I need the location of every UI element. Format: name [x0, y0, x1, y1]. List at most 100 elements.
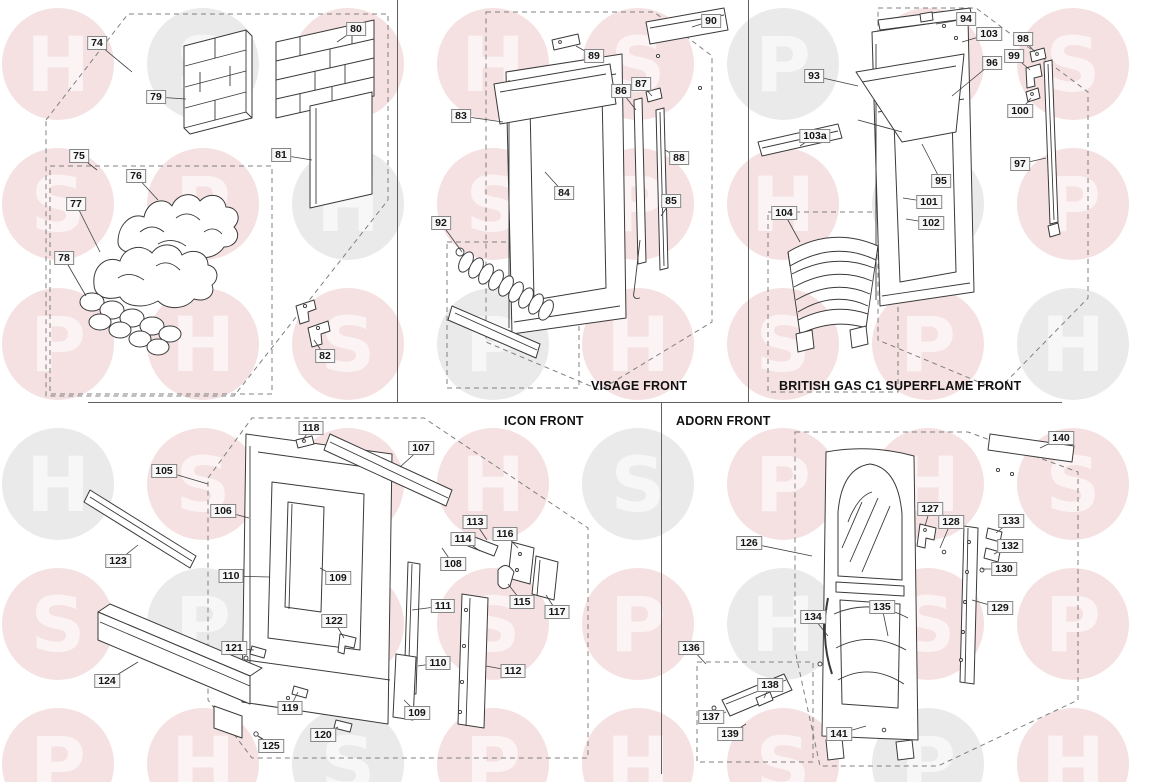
hsp-watermark-letter: H — [1017, 708, 1129, 782]
part-label-112[interactable]: 112 — [500, 664, 526, 678]
hsp-watermark-letter: P — [1017, 568, 1129, 680]
hsp-watermark-letter: H — [872, 428, 984, 540]
part-label-92[interactable]: 92 — [431, 216, 451, 230]
part-label-117[interactable]: 117 — [544, 605, 570, 619]
hsp-watermark-letter: H — [727, 148, 839, 260]
hsp-watermark-letter: H — [147, 288, 259, 400]
divider-vertical-1 — [397, 0, 398, 403]
hsp-watermark-letter: S — [147, 428, 259, 540]
hsp-watermark-letter: H — [1017, 288, 1129, 400]
part-label-127[interactable]: 127 — [917, 502, 943, 516]
part-label-124[interactable]: 124 — [94, 674, 120, 688]
part-label-110[interactable]: 110 — [218, 569, 244, 583]
part-label-105[interactable]: 105 — [151, 464, 177, 478]
part-label-104[interactable]: 104 — [771, 206, 797, 220]
part-label-90[interactable]: 90 — [701, 14, 721, 28]
part-label-115[interactable]: 115 — [509, 595, 535, 609]
part-label-134[interactable]: 134 — [800, 610, 826, 624]
hsp-watermark-letter: H — [2, 8, 114, 120]
hsp-watermark-letter: P — [727, 8, 839, 120]
part-label-122[interactable]: 122 — [321, 614, 347, 628]
part-label-78[interactable]: 78 — [54, 251, 74, 265]
part-label-126[interactable]: 126 — [736, 536, 762, 550]
hsp-watermark-letter: P — [147, 148, 259, 260]
part-label-94[interactable]: 94 — [956, 12, 976, 26]
part-label-136[interactable]: 136 — [678, 641, 704, 655]
hsp-watermark-letter: S — [582, 8, 694, 120]
part-label-88[interactable]: 88 — [669, 151, 689, 165]
hsp-watermark-letter: P — [582, 568, 694, 680]
part-label-125[interactable]: 125 — [258, 739, 284, 753]
part-label-137[interactable]: 137 — [698, 710, 724, 724]
part-label-99[interactable]: 99 — [1004, 49, 1024, 63]
part-label-83[interactable]: 83 — [451, 109, 471, 123]
part-label-141[interactable]: 141 — [826, 727, 852, 741]
part-label-96[interactable]: 96 — [982, 56, 1002, 70]
hsp-watermark-letter: P — [2, 288, 114, 400]
part-label-75[interactable]: 75 — [69, 149, 89, 163]
part-label-102[interactable]: 102 — [918, 216, 944, 230]
part-label-130[interactable]: 130 — [991, 562, 1017, 576]
hsp-watermark-letter: S — [437, 568, 549, 680]
part-label-98[interactable]: 98 — [1013, 32, 1033, 46]
part-label-93[interactable]: 93 — [804, 69, 824, 83]
part-label-111[interactable]: 111 — [430, 599, 456, 613]
part-label-106[interactable]: 106 — [210, 504, 236, 518]
part-label-79[interactable]: 79 — [146, 90, 166, 104]
part-label-74[interactable]: 74 — [87, 36, 107, 50]
part-label-107[interactable]: 107 — [408, 441, 434, 455]
hsp-watermark-letter: S — [872, 568, 984, 680]
part-label-140[interactable]: 140 — [1048, 431, 1074, 445]
divider-vertical-3 — [661, 402, 662, 774]
divider-vertical-2 — [748, 0, 749, 403]
part-label-81[interactable]: 81 — [271, 148, 291, 162]
hsp-watermark-letter: H — [437, 8, 549, 120]
part-label-135[interactable]: 135 — [869, 600, 895, 614]
part-label-80[interactable]: 80 — [346, 22, 366, 36]
part-label-108[interactable]: 108 — [440, 557, 466, 571]
hsp-watermark-letter: S — [727, 708, 839, 782]
part-label-118[interactable]: 118 — [298, 421, 324, 435]
part-label-87[interactable]: 87 — [631, 77, 651, 91]
part-label-100[interactable]: 100 — [1007, 104, 1033, 118]
part-label-123[interactable]: 123 — [105, 554, 131, 568]
part-label-95[interactable]: 95 — [931, 174, 951, 188]
part-label-121[interactable]: 121 — [221, 641, 247, 655]
part-label-119[interactable]: 119 — [277, 701, 303, 715]
part-label-116[interactable]: 116 — [492, 527, 518, 541]
part-label-114[interactable]: 114 — [450, 532, 476, 546]
part-label-132[interactable]: 132 — [997, 539, 1023, 553]
part-label-120[interactable]: 120 — [310, 728, 336, 742]
hsp-watermark-letter: P — [2, 708, 114, 782]
part-label-101[interactable]: 101 — [916, 195, 942, 209]
part-label-129[interactable]: 129 — [987, 601, 1013, 615]
part-label-139[interactable]: 139 — [717, 727, 743, 741]
part-label-109[interactable]: 109 — [404, 706, 430, 720]
hsp-watermark-letter: H — [727, 568, 839, 680]
hsp-watermark-letter: P — [437, 708, 549, 782]
part-label-103[interactable]: 103 — [976, 27, 1002, 41]
part-label-85[interactable]: 85 — [661, 194, 681, 208]
hsp-watermark-letter: S — [437, 148, 549, 260]
hsp-watermark-letter: S — [2, 148, 114, 260]
part-label-97[interactable]: 97 — [1010, 157, 1030, 171]
section-title-adorn: ADORN FRONT — [676, 414, 771, 428]
hsp-watermark-letter: H — [437, 428, 549, 540]
part-label-84[interactable]: 84 — [554, 186, 574, 200]
part-label-103a[interactable]: 103a — [799, 129, 831, 143]
part-label-86[interactable]: 86 — [611, 84, 631, 98]
part-label-89[interactable]: 89 — [584, 49, 604, 63]
part-label-113[interactable]: 113 — [462, 515, 488, 529]
part-label-110[interactable]: 110 — [425, 656, 451, 670]
part-label-133[interactable]: 133 — [998, 514, 1024, 528]
section-title-visage: VISAGE FRONT — [591, 379, 688, 393]
hsp-watermark-letter: P — [437, 288, 549, 400]
part-label-109[interactable]: 109 — [325, 571, 351, 585]
part-label-77[interactable]: 77 — [66, 197, 86, 211]
part-label-128[interactable]: 128 — [938, 515, 964, 529]
part-label-82[interactable]: 82 — [315, 349, 335, 363]
hsp-watermark-letter: H — [147, 708, 259, 782]
part-label-76[interactable]: 76 — [126, 169, 146, 183]
hsp-watermark-letter: S — [292, 288, 404, 400]
part-label-138[interactable]: 138 — [757, 678, 783, 692]
